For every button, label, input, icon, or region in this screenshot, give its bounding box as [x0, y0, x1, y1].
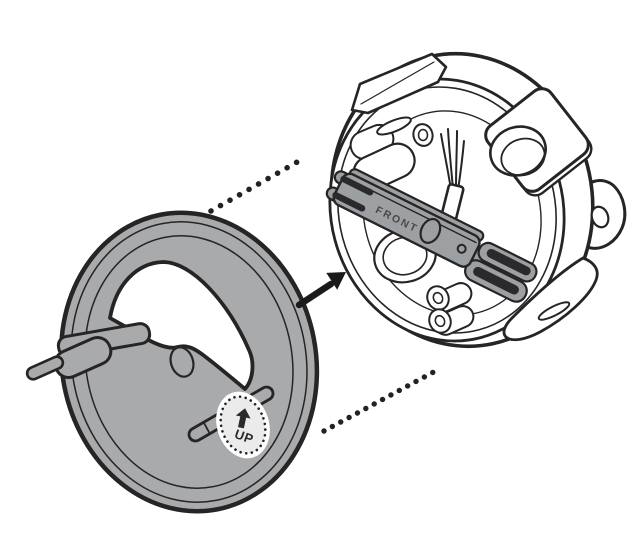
screw-hole-inner: [417, 128, 429, 142]
screw-tube-1-hole: [432, 291, 444, 305]
wire-3: [455, 130, 458, 190]
box-side-flange: [502, 256, 599, 342]
bracket-slot-2: [332, 191, 366, 212]
screw-tube-2-hole: [434, 314, 446, 328]
arrow-shaft: [295, 280, 335, 309]
badge-dotted-ring: [219, 395, 267, 455]
bracket-oval-hole: [419, 217, 442, 244]
up-badge: UP: [216, 391, 270, 459]
plate-rim-line-2: [84, 235, 294, 489]
plate-rim-line-1: [70, 221, 308, 503]
plate-rod-tip: [25, 355, 65, 381]
trim-plate: UP: [25, 210, 320, 514]
bracket-tab-2-slot: [473, 266, 519, 295]
plate-center-hole: [169, 346, 195, 378]
up-label: UP: [233, 426, 256, 447]
bracket-slot-1: [340, 175, 374, 196]
right-direction-arrow: [295, 272, 346, 309]
screw-slot: [376, 116, 412, 136]
arrow-head: [326, 272, 346, 290]
bracket-tab-1-slot: [486, 248, 531, 276]
mounting-bracket: FRONT: [325, 168, 538, 303]
top-tab-fold-line: [360, 61, 435, 105]
flange-slot: [537, 301, 571, 321]
knockout-hole-depth: [500, 137, 546, 177]
screw-hole: [412, 123, 434, 147]
bracket-bar: [332, 172, 481, 268]
screw-tube-2-face: [428, 308, 452, 334]
up-arrow-icon: [235, 408, 251, 429]
rod-joint-line: [203, 422, 211, 435]
bracket-small-hole: [456, 243, 467, 254]
ear-screw-hole: [590, 205, 610, 229]
alignment-dots-top: [208, 154, 309, 214]
alignment-dots-bottom: [321, 365, 444, 434]
